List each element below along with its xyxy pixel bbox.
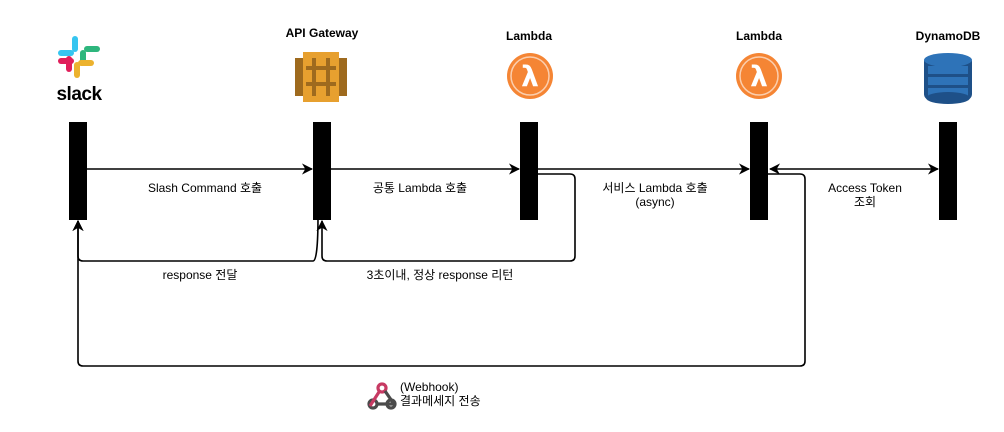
slack-activation-bar <box>69 122 87 220</box>
normal-response-label: 3초이내, 정상 response 리턴 <box>366 268 514 282</box>
lambda-service-activation-bar <box>750 122 768 220</box>
webhook-label-line1: (Webhook) <box>400 380 459 394</box>
response-forward-label: response 전달 <box>162 268 238 282</box>
access-token-label-line2: 조회 <box>853 195 877 209</box>
service-lambda-label-line1: 서비스 Lambda 호출 <box>602 181 708 195</box>
access-token-label: Access Token 조회 <box>810 181 920 209</box>
api-gateway-icon <box>295 52 347 102</box>
webhook-label-line2: 결과메세지 전송 <box>400 394 481 408</box>
lambda-icon: λ <box>507 53 553 99</box>
service-lambda-label-line2: (async) <box>635 195 675 209</box>
lambda-service-title: Lambda <box>735 29 782 43</box>
lambda-common-title: Lambda <box>505 29 552 43</box>
response-forward-return-path <box>72 215 319 262</box>
api-gateway-title: API Gateway <box>285 26 359 40</box>
dynamodb-icon <box>924 53 972 104</box>
lambda-icon: λ <box>736 53 782 99</box>
webhook-return-path <box>72 173 806 367</box>
dynamodb-title: DynamoDB <box>915 29 981 43</box>
webhook-label: (Webhook) 결과메세지 전송 <box>400 380 510 408</box>
slack-logo-text: slack <box>56 84 102 105</box>
lambda-common-activation-bar <box>520 122 538 220</box>
svg-text:λ: λ <box>521 60 539 93</box>
access-token-label-line1: Access Token <box>828 181 902 195</box>
service-lambda-label: 서비스 Lambda 호출 (async) <box>590 181 720 209</box>
common-lambda-label: 공통 Lambda 호출 <box>372 181 468 195</box>
slash-command-label: Slash Command 호출 <box>147 181 263 195</box>
normal-response-return-path <box>316 173 576 262</box>
slack-logo-icon <box>58 36 100 78</box>
webhook-icon <box>367 382 397 410</box>
api-gateway-activation-bar <box>313 122 331 220</box>
svg-text:λ: λ <box>750 60 768 93</box>
dynamodb-activation-bar <box>939 122 957 220</box>
